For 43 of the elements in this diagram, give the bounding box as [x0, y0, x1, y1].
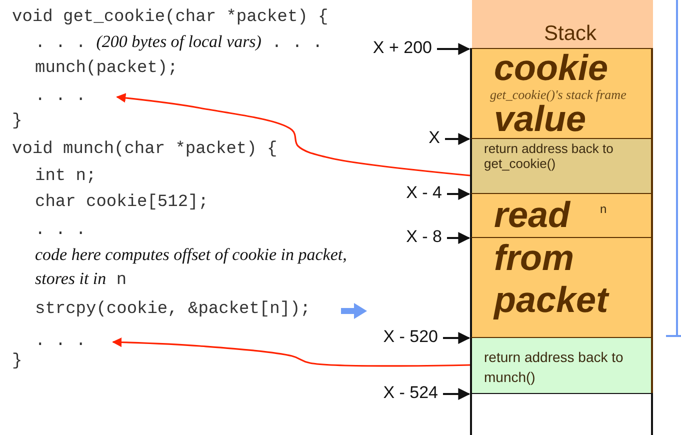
overlay-word: value: [494, 101, 586, 137]
stack-cell: [470, 48, 653, 138]
pointer-arrow: [443, 388, 470, 400]
stack-cell: [470, 237, 653, 337]
code-text: void get_cookie(char *packet) {: [12, 8, 328, 28]
address-text: X - 520: [383, 327, 438, 347]
code-text: . . .: [35, 221, 86, 241]
code-text: void munch(char *packet) {: [12, 140, 278, 160]
stack-cell: [470, 393, 653, 435]
pointer-arrow: [447, 232, 470, 244]
code-text: munch(packet);: [35, 59, 178, 79]
arrow: [116, 93, 470, 176]
stack-header: [472, 0, 653, 48]
overlay-word: cookie: [494, 50, 608, 86]
code-text: int n;: [35, 167, 96, 187]
code-text: }: [12, 352, 22, 372]
pointer-arrow: [445, 133, 470, 145]
stack-cell: [470, 193, 653, 237]
code-text: . . .: [35, 332, 86, 352]
stack-cell: [470, 138, 653, 193]
overlay-word: from: [494, 240, 574, 276]
address-text: X: [428, 128, 440, 148]
pointer-arrow: [447, 188, 470, 200]
frame-note: get_cookie()'s stack frame: [490, 87, 626, 102]
code-text: strcpy(cookie, &packet[n]);: [35, 300, 310, 320]
code-text: char cookie[512];: [35, 193, 208, 213]
overlay-word: read: [494, 197, 570, 233]
code-text: }: [12, 112, 22, 132]
variable-name: n: [600, 202, 607, 216]
code-text: . . . (200 bytes of local vars) . . .: [35, 32, 323, 54]
pointer-arrow: [443, 332, 470, 344]
address-text: X - 4: [406, 183, 442, 203]
cell-text: return address back to munch(): [484, 348, 624, 387]
address-text: X - 524: [383, 383, 438, 403]
address-text: X - 8: [406, 227, 442, 247]
cell-text: return address back to get_cookie(): [484, 141, 614, 171]
code-text: . . .: [35, 87, 86, 107]
stack-cell: [470, 337, 653, 393]
column-heading: Stack: [544, 22, 597, 46]
address-text: X + 200: [372, 38, 432, 58]
pointer-arrow: [437, 43, 470, 55]
arrow: [112, 337, 470, 367]
overlay-word: packet: [494, 282, 608, 318]
